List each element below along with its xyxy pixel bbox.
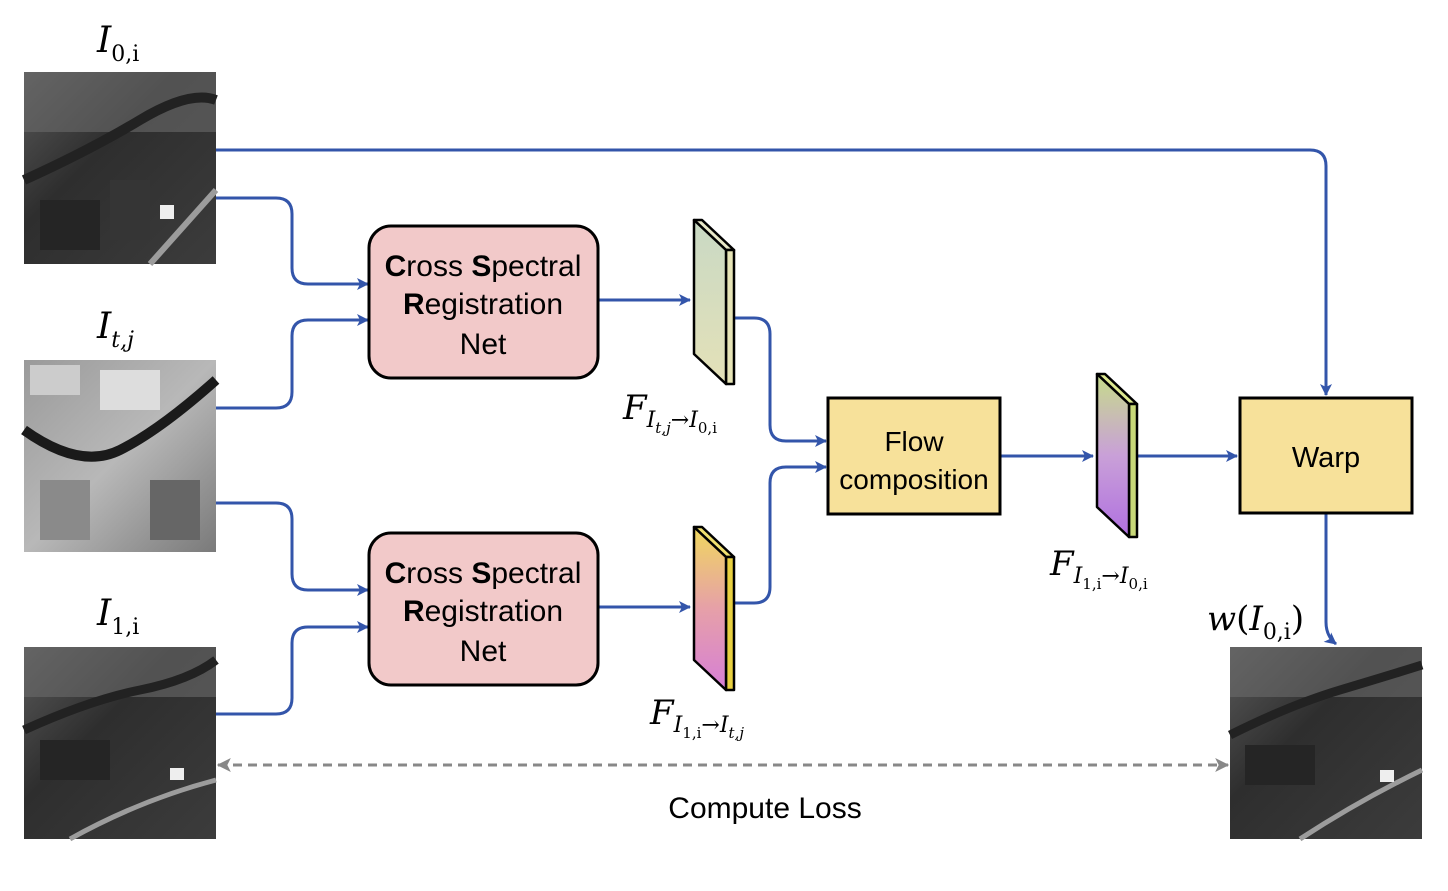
flow-slab-t-to-0: [692, 218, 736, 386]
arrow-it-to-csr-bottom: [216, 501, 369, 596]
svg-text:Flow: Flow: [884, 426, 944, 457]
label-flow-t-to-0: FIt,j→I0,i: [622, 388, 717, 437]
svg-text:Registration: Registration: [403, 288, 563, 321]
svg-text:Warp: Warp: [1292, 442, 1360, 474]
arrow-warp-to-output: [1323, 513, 1337, 646]
svg-text:Registration: Registration: [403, 595, 563, 628]
connectors: [216, 148, 1337, 716]
label-warped: w(I0,i): [1207, 599, 1304, 645]
label-flow-1-to-0: FI1,i→I0,i: [1049, 544, 1148, 593]
image-warped: [1227, 647, 1424, 842]
image-it: [21, 360, 220, 552]
flow-slab-1-to-0: [1095, 372, 1139, 539]
arrow-flow2-to-comp: [734, 461, 827, 605]
label-it: It,j: [96, 306, 134, 353]
svg-text:Net: Net: [460, 635, 507, 668]
arrow-flow1-to-comp: [734, 316, 827, 447]
arrow-i0-to-warp: [216, 148, 1332, 396]
arrow-i1-to-csr-bottom: [216, 621, 369, 716]
svg-text:composition: composition: [839, 464, 988, 495]
warp-block: Warp: [1238, 396, 1414, 515]
flow-slab-1-to-t: [692, 525, 736, 692]
svg-text:Cross Spectral: Cross Spectral: [385, 250, 582, 283]
csr-net-top: Cross Spectral Registration Net: [367, 224, 600, 380]
svg-text:Cross Spectral: Cross Spectral: [385, 557, 582, 590]
label-i0: I0,i: [96, 20, 139, 67]
csr-net-bottom: Cross Spectral Registration Net: [367, 531, 600, 687]
arrow-i0-to-csr-top: [216, 196, 369, 290]
image-i0: [21, 72, 219, 266]
svg-text:Net: Net: [460, 328, 507, 361]
label-i1: I1,i: [96, 593, 139, 640]
label-flow-1-to-t: FI1,i→It,j: [649, 693, 744, 742]
arrow-it-to-csr-top: [216, 314, 369, 410]
flow-composition-block: Flow composition: [826, 396, 1002, 516]
image-i1: [22, 647, 219, 842]
loss-label: Compute Loss: [668, 792, 861, 825]
